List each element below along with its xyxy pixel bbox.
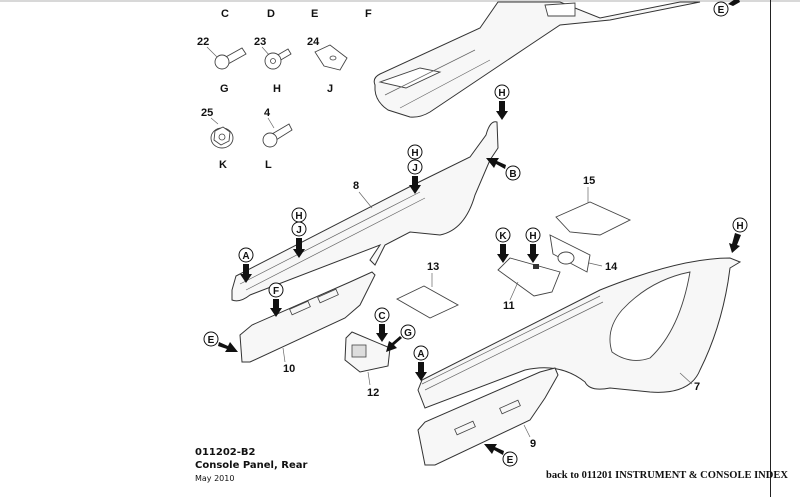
callout-a-right: A — [413, 345, 429, 381]
part-label-8: 8 — [353, 180, 359, 192]
upper-console-armrest — [373, 1, 701, 118]
svg-text:H: H — [736, 221, 743, 232]
callout-h-plate: H — [525, 227, 541, 263]
part-12-switch: 12 — [344, 331, 391, 399]
callout-h-upper: H — [494, 84, 510, 120]
diagram-title-block: 011202-B2 Console Panel, Rear May 2010 — [195, 446, 307, 485]
callout-e-bottom: E — [484, 444, 518, 467]
part-label-7: 7 — [694, 381, 700, 393]
legend-letter-c: C — [221, 8, 229, 20]
fastener-4: 4 L — [262, 107, 293, 171]
callout-g: G — [386, 324, 416, 352]
top-border — [0, 0, 800, 2]
part-label-15: 15 — [583, 175, 595, 187]
callout-a-left: A — [238, 247, 254, 283]
fastener-25: 25 K — [201, 107, 234, 171]
page-right-edge — [770, 0, 771, 497]
diagram-title: Console Panel, Rear — [195, 460, 308, 471]
svg-text:E: E — [208, 335, 215, 346]
part-number: 25 — [201, 107, 213, 119]
fastener-letter: K — [219, 159, 227, 171]
callout-h-j-center: H J — [407, 144, 423, 194]
callout-c: C — [374, 307, 390, 342]
callout-e-left: E — [203, 331, 238, 352]
callout-k: K — [495, 227, 511, 263]
svg-text:C: C — [378, 311, 385, 322]
diagram-date: May 2010 — [195, 474, 235, 483]
svg-text:J: J — [296, 225, 302, 236]
svg-text:E: E — [718, 5, 725, 16]
callout-f: F — [268, 282, 284, 317]
fastener-letter: G — [220, 83, 229, 95]
part-15-pad: 15 — [555, 175, 632, 236]
legend-letter-e: E — [311, 8, 318, 20]
part-label-14: 13 — [427, 261, 439, 273]
part-7-side-panel: 7 — [417, 257, 742, 409]
part-label-11: 11 — [503, 300, 515, 312]
svg-text:G: G — [404, 328, 412, 339]
callout-h-j-left: H J — [291, 207, 307, 258]
part-number: 4 — [264, 107, 271, 119]
legend-letter-f: F — [365, 8, 372, 20]
callout-e-top: E — [713, 0, 740, 17]
part-13-lamp: 14 — [549, 234, 618, 273]
fastener-letter: H — [273, 83, 281, 95]
svg-text:H: H — [295, 211, 302, 222]
legend-letter-d: D — [267, 8, 275, 20]
part-label-13: 14 — [605, 261, 618, 273]
back-to-index-link[interactable]: back to 011201 INSTRUMENT & CONSOLE INDE… — [546, 470, 788, 481]
callout-b: B — [486, 158, 521, 181]
diagram-code: 011202-B2 — [195, 447, 256, 458]
part-label-10: 10 — [283, 363, 295, 375]
part-9-bracket: 9 — [417, 367, 559, 466]
part-11-plate: 11 — [497, 257, 561, 312]
svg-text:K: K — [499, 231, 507, 242]
svg-text:H: H — [498, 88, 505, 99]
fastener-24: 24 J — [307, 36, 348, 95]
fastener-23: 23 H — [254, 36, 292, 95]
svg-text:H: H — [529, 231, 536, 242]
fastener-22: 22 G — [197, 36, 247, 95]
part-14-pad: 13 — [396, 261, 459, 319]
part-label-12: 12 — [367, 387, 379, 399]
part-number: 22 — [197, 36, 209, 48]
part-8-rail: 8 — [231, 121, 499, 302]
part-number: 23 — [254, 36, 266, 48]
part-label-9: 9 — [530, 438, 536, 450]
part-10-bracket: 10 — [239, 271, 376, 375]
svg-text:A: A — [417, 349, 424, 360]
callout-h-right: H — [729, 217, 748, 253]
part-number: 24 — [307, 36, 320, 48]
svg-text:E: E — [507, 455, 514, 466]
fastener-letter: J — [327, 83, 333, 95]
svg-text:J: J — [412, 163, 418, 174]
svg-text:F: F — [273, 286, 279, 297]
fastener-letter: L — [265, 159, 272, 171]
svg-text:B: B — [509, 169, 516, 180]
svg-text:H: H — [411, 148, 418, 159]
svg-text:A: A — [242, 251, 249, 262]
